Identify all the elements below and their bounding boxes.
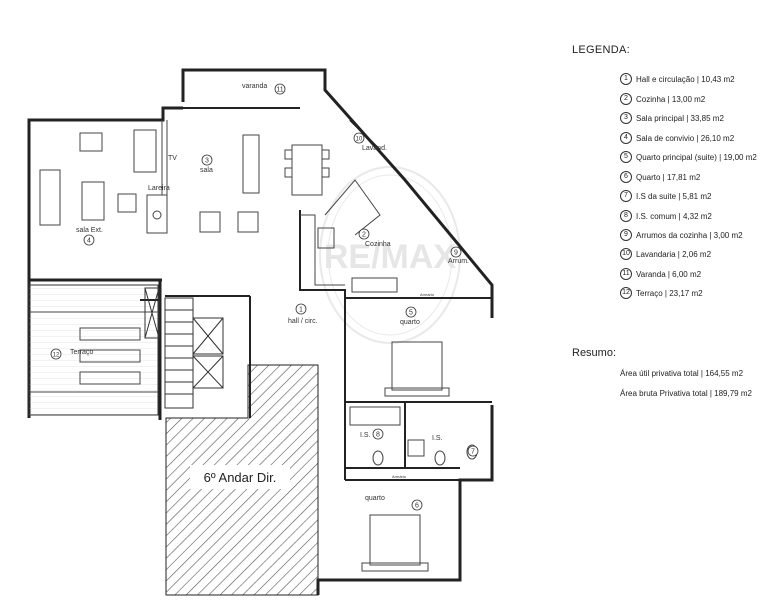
legend-number: 8 <box>620 210 632 222</box>
neighbor-label: 6º Andar Dir. <box>204 470 277 485</box>
legend-label: Arrumos da cozinha | 3,00 m2 <box>636 230 743 240</box>
neighbor-label-bg <box>190 465 290 489</box>
bathroom-fixtures <box>349 406 478 466</box>
room-number-7: 7 <box>471 449 475 456</box>
legend-item-7: 7 I.S da suite | 5,81 m2 <box>620 190 711 202</box>
legend-label: Quarto principal (suite) | 19,00 m2 <box>636 152 757 162</box>
room-label-armario-2: Armário <box>392 474 407 479</box>
room-number-11: 11 <box>276 87 283 94</box>
room-label-cozinha: Cozinha <box>365 241 391 248</box>
room-label-hall: hall / circ. <box>288 318 318 325</box>
room-label-varanda: varanda <box>242 83 267 90</box>
fireplace <box>146 120 168 234</box>
summary-bruta-area: Área bruta Privativa total | 189,79 m2 <box>620 389 752 398</box>
legend-panel: LEGENDA: 1 Hall e circulação | 10,43 m2 2… <box>560 0 784 600</box>
room-label-tv: TV <box>168 155 177 162</box>
sala-ext-furniture <box>39 129 157 226</box>
room-label-arrum: Arrum. <box>448 258 469 265</box>
legend-label: Terraço | 23,17 m2 <box>636 288 703 298</box>
room-number-circles <box>50 83 479 511</box>
legend-number: 11 <box>620 268 632 280</box>
kitchen-counters <box>300 179 398 293</box>
legend-item-6: 6 Quarto | 17,81 m2 <box>620 171 700 183</box>
room-number-9: 9 <box>454 250 458 257</box>
room-label-sala-ext: sala Ext. <box>76 227 103 234</box>
summary-title: Resumo: <box>572 347 617 359</box>
room-number-6: 6 <box>415 503 419 510</box>
room-label-quarto-5: quarto <box>400 319 420 326</box>
legend-label: I.S. comum | 4,32 m2 <box>636 211 712 221</box>
legend-number: 5 <box>620 151 632 163</box>
room-number-2: 2 <box>362 232 366 239</box>
room-number-10: 10 <box>356 137 363 143</box>
legend-label: Hall e circulação | 10,43 m2 <box>636 74 735 84</box>
legend-number: 1 <box>620 73 632 85</box>
room-number-3: 3 <box>205 158 209 165</box>
stair-core <box>144 287 224 409</box>
legend-label: Cozinha | 13,00 m2 <box>636 94 706 104</box>
interior-walls <box>140 107 492 481</box>
legend-item-9: 9 Arrumos da cozinha | 3,00 m2 <box>620 229 743 241</box>
legend-number: 12 <box>620 287 632 299</box>
legend-item-11: 11 Varanda | 6,00 m2 <box>620 268 701 280</box>
watermark-logo: RE/MAX <box>319 166 461 344</box>
room-label-is-8: I.S. <box>360 432 371 439</box>
legend-item-10: 10 Lavandaria | 2,06 m2 <box>620 248 711 260</box>
legend-number: 2 <box>620 93 632 105</box>
legend-number: 4 <box>620 132 632 144</box>
room-number-1: 1 <box>299 307 303 314</box>
legend-item-1: 1 Hall e circulação | 10,43 m2 <box>620 73 735 85</box>
legend-number: 6 <box>620 171 632 183</box>
legend-item-8: 8 I.S. comum | 4,32 m2 <box>620 210 712 222</box>
room-label-lavand: Lavand. <box>362 145 387 152</box>
legend-item-12: 12 Terraço | 23,17 m2 <box>620 287 703 299</box>
room-label-armario-1: Armário <box>420 292 435 297</box>
room-number-8: 8 <box>376 432 380 439</box>
legend-label: Sala principal | 33,85 m2 <box>636 113 724 123</box>
legend-label: Quarto | 17,81 m2 <box>636 172 701 182</box>
watermark-text: RE/MAX <box>324 238 457 276</box>
beds <box>361 341 450 572</box>
room-number-5: 5 <box>409 310 413 317</box>
room-label-terraco: Terraço <box>70 349 93 356</box>
floor-plan: RE/MAX 6º Andar Dir. <box>27 68 494 596</box>
legend-number: 10 <box>620 248 632 260</box>
legend-title: LEGENDA: <box>572 44 631 56</box>
legend-number: 7 <box>620 190 632 202</box>
legend-item-4: 4 Sala de convivio | 26,10 m2 <box>620 132 734 144</box>
room-label-lareira: Lareira <box>148 185 170 192</box>
legend-label: I.S da suite | 5,81 m2 <box>636 191 712 201</box>
legend-item-5: 5 Quarto principal (suite) | 19,00 m2 <box>620 151 757 163</box>
sala-furniture <box>199 134 330 233</box>
room-label-quarto-6: quarto <box>365 495 385 502</box>
legend-number: 9 <box>620 229 632 241</box>
room-label-sala: sala <box>200 167 213 174</box>
room-label-is-7: I.S. <box>432 435 443 442</box>
room-number-12: 12 <box>53 353 60 359</box>
legend-number: 3 <box>620 112 632 124</box>
room-number-4: 4 <box>87 238 91 245</box>
legend-item-2: 2 Cozinha | 13,00 m2 <box>620 93 705 105</box>
legend-item-3: 3 Sala principal | 33,85 m2 <box>620 112 724 124</box>
legend-label: Sala de convivio | 26,10 m2 <box>636 133 735 143</box>
terrace-loungers <box>29 311 158 393</box>
legend-label: Varanda | 6,00 m2 <box>636 269 702 279</box>
legend-label: Lavandaria | 2,06 m2 <box>636 249 712 259</box>
exterior-walls <box>27 68 494 595</box>
summary-util-area: Área útil privativa total | 164,55 m2 <box>620 369 744 378</box>
